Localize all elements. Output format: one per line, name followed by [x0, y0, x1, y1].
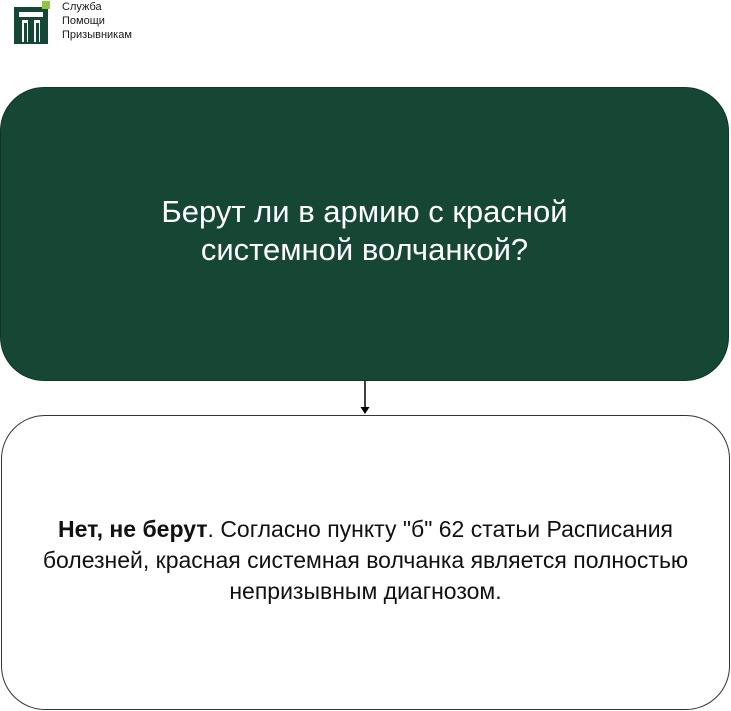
answer-node: Нет, не берут. Согласно пункту "б" 62 ст… — [1, 415, 730, 710]
logo-line-1: Служба — [62, 1, 102, 13]
answer-verdict: Нет, не берут — [57, 516, 208, 542]
logo: Служба Помощи Призывникам — [14, 0, 154, 46]
answer-text: Нет, не берут. Согласно пункту "б" 62 ст… — [36, 514, 696, 607]
logo-line-2: Помощи — [62, 15, 105, 27]
logo-text: Служба Помощи Призывникам — [62, 0, 132, 42]
question-node: Берут ли в армию с красной системной вол… — [0, 87, 729, 381]
answer-explanation: . Согласно пункту "б" 62 статьи Расписан… — [42, 516, 689, 604]
logo-line-3: Призывникам — [62, 29, 132, 41]
logo-emblem-icon — [14, 1, 50, 44]
question-text: Берут ли в армию с красной системной вол… — [161, 194, 568, 267]
connector-arrow — [360, 381, 370, 414]
